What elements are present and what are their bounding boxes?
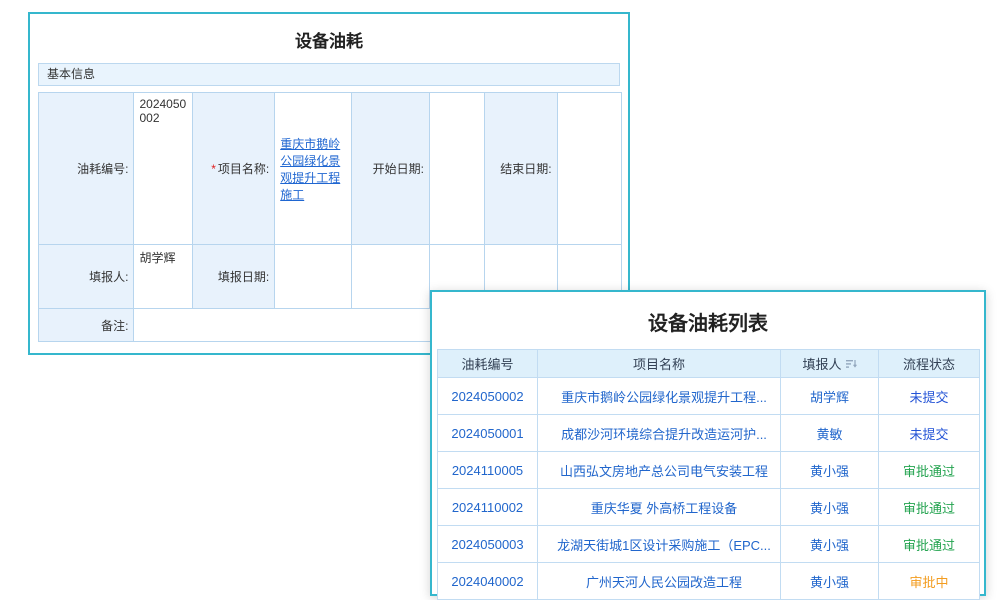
status-badge: 未提交 — [878, 414, 980, 452]
table-row: 2024110002 重庆华夏 外高桥工程设备 黄小强 审批通过 — [437, 488, 980, 526]
fuel-no-cell[interactable]: 2024110002 — [437, 488, 538, 526]
filler-cell: 黄小强 — [780, 525, 879, 563]
status-badge: 未提交 — [878, 377, 980, 415]
column-header-project: 项目名称 — [537, 349, 781, 378]
fuel-consumption-list-panel: 设备油耗列表 油耗编号 项目名称 填报人 流程状态 2024050002 重庆市… — [430, 290, 986, 600]
fuel-no-cell[interactable]: 2024040002 — [437, 562, 538, 600]
end-date-field[interactable] — [556, 92, 623, 245]
empty-cell — [350, 244, 430, 309]
filler-cell: 黄小强 — [780, 562, 879, 600]
project-name-label: *项目名称: — [191, 92, 276, 245]
column-header-filler-label: 填报人 — [802, 357, 842, 372]
column-header-status: 流程状态 — [878, 349, 980, 378]
table-row: 2024040002 广州天河人民公园改造工程 黄小强 审批中 — [437, 562, 980, 600]
fuel-no-cell[interactable]: 2024050001 — [437, 414, 538, 452]
fill-date-label: 填报日期: — [191, 244, 276, 309]
start-date-field[interactable] — [428, 92, 486, 245]
start-date-label: 开始日期: — [350, 92, 430, 245]
table-row: 2024050002 重庆市鹅岭公园绿化景观提升工程... 胡学辉 未提交 — [437, 377, 980, 415]
filler-label: 填报人: — [37, 244, 135, 309]
project-name-cell: 重庆市鹅岭公园绿化景观提升工程施工 — [274, 92, 352, 245]
project-name-cell[interactable]: 重庆华夏 外高桥工程设备 — [537, 488, 781, 526]
fuel-no-cell[interactable]: 2024050003 — [437, 525, 538, 563]
required-asterisk: * — [211, 162, 216, 176]
section-basic-info-header: 基本信息 — [38, 63, 620, 86]
status-badge: 审批通过 — [878, 488, 980, 526]
end-date-label: 结束日期: — [484, 92, 558, 245]
project-name-label-text: 项目名称: — [217, 162, 270, 176]
project-name-cell[interactable]: 山西弘文房地产总公司电气安装工程 — [537, 451, 781, 489]
remark-label: 备注: — [37, 308, 135, 342]
filler-cell: 黄小强 — [780, 451, 879, 489]
table-row: 2024050001 成都沙河环境综合提升改造运河护... 黄敏 未提交 — [437, 414, 980, 452]
filler-cell: 黄敏 — [780, 414, 879, 452]
column-header-filler[interactable]: 填报人 — [780, 349, 879, 378]
fuel-no-value: 2024050002 — [133, 92, 193, 245]
project-name-link[interactable]: 重庆市鹅岭公园绿化景观提升工程施工 — [280, 136, 341, 202]
sort-icon — [845, 360, 857, 368]
status-badge: 审批通过 — [878, 451, 980, 489]
status-badge: 审批通过 — [878, 525, 980, 563]
fuel-consumption-form-panel: 设备油耗 基本信息 油耗编号: 2024050002 *项目名称: 重庆市鹅岭公… — [28, 12, 630, 355]
project-name-cell[interactable]: 龙湖天街城1区设计采购施工（EPC... — [537, 525, 781, 563]
project-name-cell[interactable]: 重庆市鹅岭公园绿化景观提升工程... — [537, 377, 781, 415]
fuel-no-cell[interactable]: 2024050002 — [437, 377, 538, 415]
fuel-no-cell[interactable]: 2024110005 — [437, 451, 538, 489]
form-panel-title: 设备油耗 — [295, 32, 363, 51]
fill-date-field[interactable] — [274, 244, 352, 309]
list-header-row: 油耗编号 项目名称 填报人 流程状态 — [437, 349, 980, 378]
column-header-fuel-no: 油耗编号 — [437, 349, 538, 378]
form-row-1: 油耗编号: 2024050002 *项目名称: 重庆市鹅岭公园绿化景观提升工程施… — [37, 92, 623, 245]
project-name-cell[interactable]: 广州天河人民公园改造工程 — [537, 562, 781, 600]
filler-value: 胡学辉 — [133, 244, 193, 309]
filler-cell: 胡学辉 — [780, 377, 879, 415]
fuel-list-table: 油耗编号 项目名称 填报人 流程状态 2024050002 重庆市鹅岭公园绿化景… — [437, 349, 980, 600]
table-row: 2024050003 龙湖天街城1区设计采购施工（EPC... 黄小强 审批通过 — [437, 525, 980, 563]
project-name-cell[interactable]: 成都沙河环境综合提升改造运河护... — [537, 414, 781, 452]
list-panel-title: 设备油耗列表 — [648, 313, 768, 335]
fuel-no-label: 油耗编号: — [37, 92, 135, 245]
filler-cell: 黄小强 — [780, 488, 879, 526]
table-row: 2024110005 山西弘文房地产总公司电气安装工程 黄小强 审批通过 — [437, 451, 980, 489]
status-badge: 审批中 — [878, 562, 980, 600]
